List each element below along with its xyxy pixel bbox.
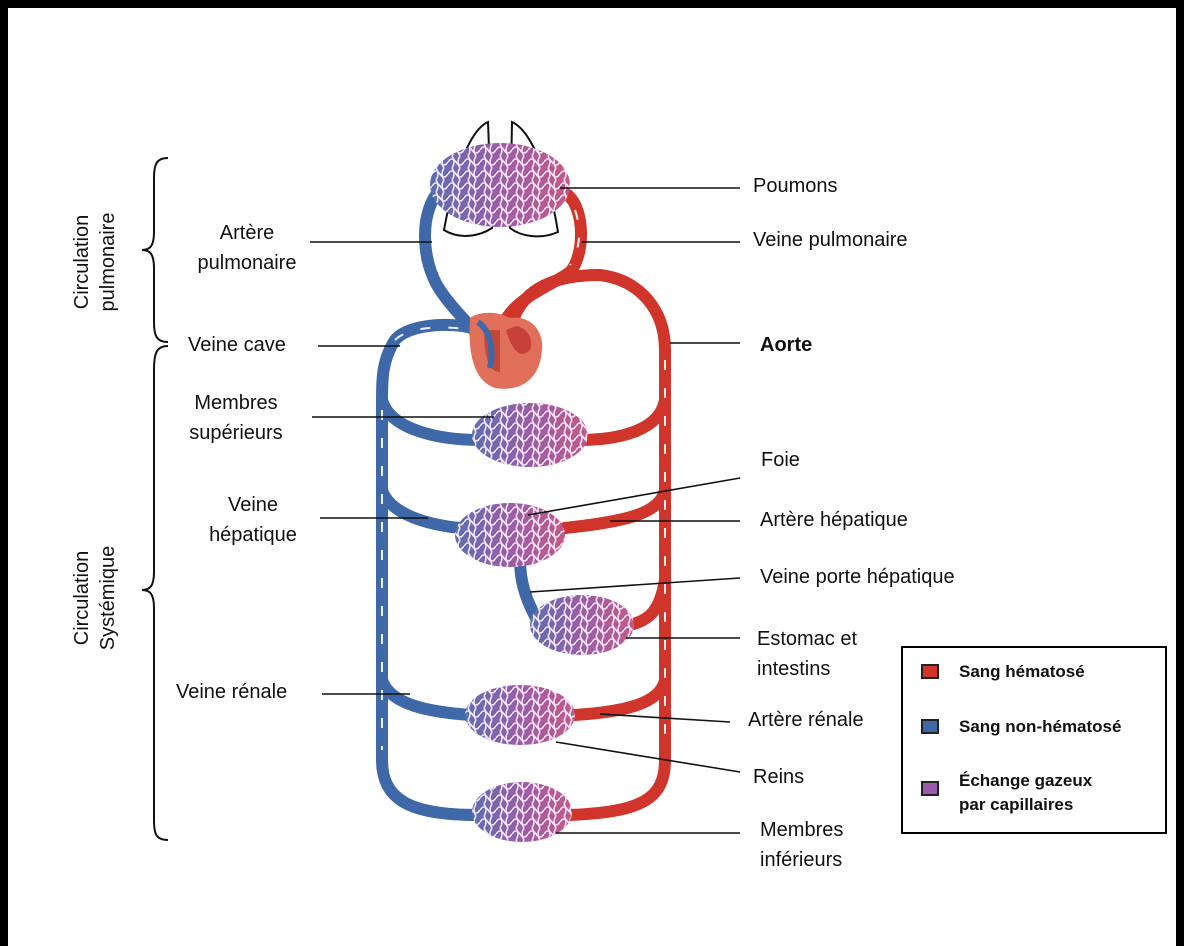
section-systemique-line2: Systémique [95, 535, 121, 661]
label-veine-cave: Veine cave [188, 330, 286, 360]
legend-label-capillary: Échange gazeux par capillaires [959, 769, 1092, 817]
label-reins: Reins [753, 762, 804, 792]
section-pulmonaire: Circulation pulmonaire [69, 197, 121, 327]
capillary-lungs [430, 143, 570, 227]
capillary-upper-limbs [472, 403, 588, 467]
section-pulmonaire-line1: Circulation [69, 197, 95, 327]
label-estomac-line2: intestins [757, 654, 857, 684]
label-membres-inf-line2: inférieurs [760, 845, 843, 875]
legend-swatch-oxygenated [921, 664, 939, 679]
legend-label-capillary-line2: par capillaires [959, 793, 1092, 817]
legend-label-capillary-line1: Échange gazeux [959, 769, 1092, 793]
label-veine-porte: Veine porte hépatique [760, 562, 955, 592]
section-systemique-line1: Circulation [69, 535, 95, 661]
label-veine-hepatique: Veine hépatique [198, 490, 308, 550]
label-artere-pulmonaire-line1: Artère [192, 218, 302, 248]
label-estomac-line1: Estomac et [757, 624, 857, 654]
label-membres-inf-line1: Membres [760, 815, 843, 845]
label-artere-hepatique: Artère hépatique [760, 505, 908, 535]
label-veine-hepatique-line1: Veine [198, 490, 308, 520]
capillary-gut [530, 595, 634, 655]
legend-item-capillary: Échange gazeux par capillaires [921, 769, 1092, 817]
label-veine-pulmonaire: Veine pulmonaire [753, 225, 908, 255]
label-membres-superieurs: Membres supérieurs [180, 388, 292, 448]
heart [470, 313, 543, 389]
label-estomac-intestins: Estomac et intestins [757, 624, 857, 684]
capillary-kidneys [465, 685, 575, 745]
capillary-beds [430, 143, 634, 842]
section-systemique: Circulation Systémique [69, 535, 121, 661]
label-artere-pulmonaire-line2: pulmonaire [192, 248, 302, 278]
label-artere-pulmonaire: Artère pulmonaire [192, 218, 302, 278]
legend-item-oxygenated: Sang hématosé [921, 660, 1085, 684]
section-pulmonaire-line2: pulmonaire [95, 197, 121, 327]
legend: Sang hématosé Sang non-hématosé Échange … [901, 646, 1167, 834]
label-foie: Foie [761, 445, 800, 475]
label-artere-renale: Artère rénale [748, 705, 864, 735]
label-membres-inferieurs: Membres inférieurs [760, 815, 843, 875]
legend-label-deoxygenated: Sang non-hématosé [959, 715, 1121, 739]
bracket-systemique [142, 346, 168, 840]
label-aorte: Aorte [760, 330, 812, 360]
label-veine-renale: Veine rénale [176, 677, 287, 707]
legend-swatch-deoxygenated [921, 719, 939, 734]
label-poumons: Poumons [753, 171, 838, 201]
label-membres-sup-line2: supérieurs [180, 418, 292, 448]
legend-item-deoxygenated: Sang non-hématosé [921, 715, 1121, 739]
capillary-liver [455, 503, 565, 567]
label-membres-sup-line1: Membres [180, 388, 292, 418]
bracket-pulmonaire [142, 158, 168, 342]
legend-swatch-capillary [921, 781, 939, 796]
legend-label-oxygenated: Sang hématosé [959, 660, 1085, 684]
label-veine-hepatique-line2: hépatique [198, 520, 308, 550]
